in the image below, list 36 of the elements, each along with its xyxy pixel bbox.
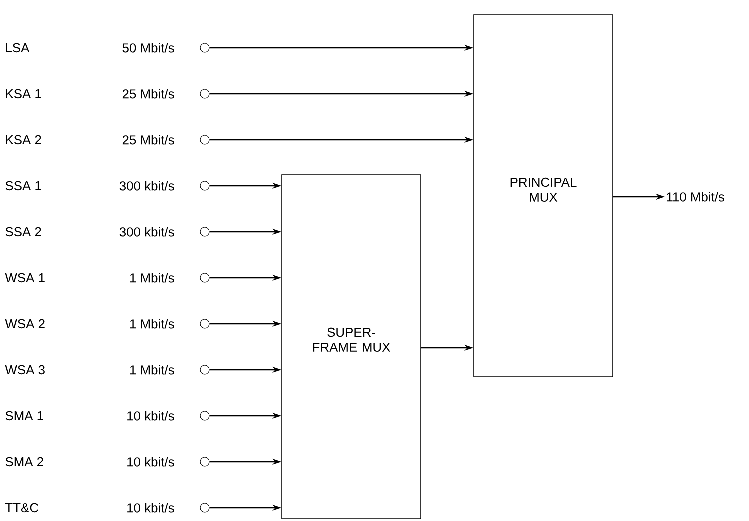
data-rate: 25 Mbit/s xyxy=(122,135,174,145)
channel-name: LSA xyxy=(6,43,30,53)
channel-name: SSA 1 xyxy=(6,181,42,191)
channel-name: SSA 2 xyxy=(6,227,42,237)
channel-name: WSA 2 xyxy=(5,319,45,329)
input-terminal xyxy=(200,319,210,329)
input-terminal xyxy=(200,89,210,99)
data-rate: 300 kbit/s xyxy=(120,227,174,237)
data-rate: 50 Mbit/s xyxy=(122,43,174,53)
channel-name: WSA 3 xyxy=(5,365,45,375)
data-rate: 1 Mbit/s xyxy=(130,273,174,283)
data-rate: 10 kbit/s xyxy=(128,411,174,421)
input-terminal xyxy=(200,503,210,513)
input-terminal xyxy=(200,181,210,191)
input-terminal xyxy=(200,273,210,283)
channel-name: KSA 2 xyxy=(6,135,42,145)
output-label: 110 Mbit/s xyxy=(667,192,724,202)
data-rate: 10 kbit/s xyxy=(128,457,174,467)
data-rate: 1 Mbit/s xyxy=(130,365,174,375)
data-rate: 10 kbit/s xyxy=(128,503,174,513)
channel-name: SMA 1 xyxy=(6,411,44,421)
input-terminal xyxy=(200,135,210,145)
multiplexer-box: PRINCIPAL MUX xyxy=(474,14,614,378)
input-terminal xyxy=(200,227,210,237)
data-rate: 1 Mbit/s xyxy=(130,319,174,329)
multiplexer-box: SUPER-FRAME MUX xyxy=(282,174,422,520)
input-terminal xyxy=(200,43,210,53)
channel-name: WSA 1 xyxy=(5,273,45,283)
channel-name: SMA 2 xyxy=(6,457,44,467)
data-rate: 300 kbit/s xyxy=(120,181,174,191)
input-terminal xyxy=(200,457,210,467)
input-terminal xyxy=(200,365,210,375)
data-rate: 25 Mbit/s xyxy=(122,89,174,99)
input-terminal xyxy=(200,411,210,421)
channel-name: KSA 1 xyxy=(6,89,42,99)
channel-name: TT&C xyxy=(6,503,39,513)
